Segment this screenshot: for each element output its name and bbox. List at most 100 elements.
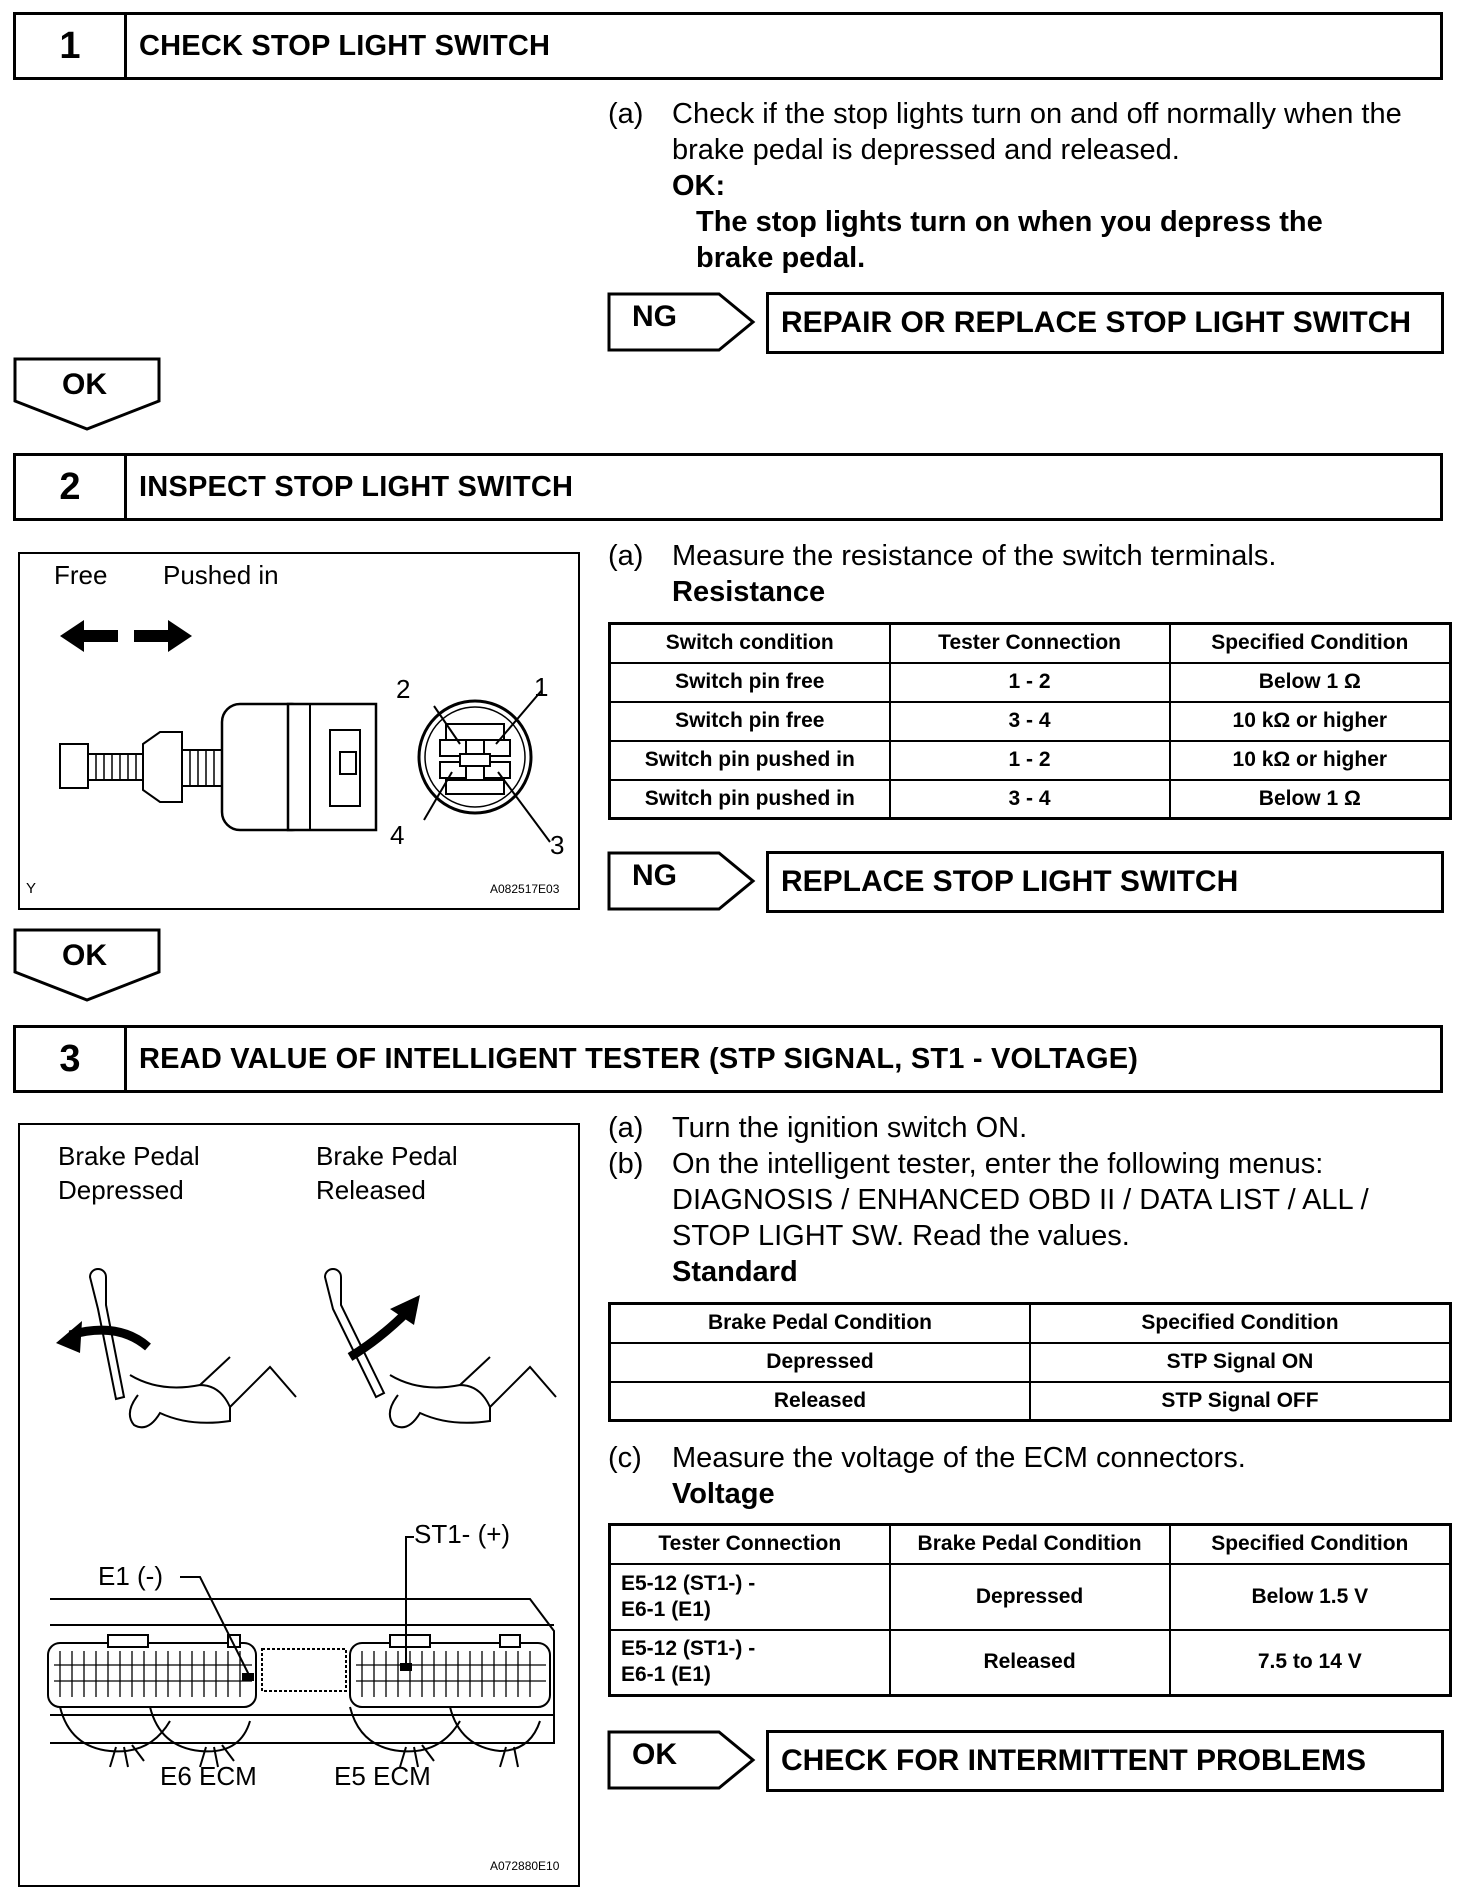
- ok-arrow-icon: [607, 1730, 756, 1790]
- ok-criteria-line: The stop lights turn on when you depress…: [696, 206, 1323, 238]
- item-label: (a): [608, 98, 644, 130]
- table-row: Switch pin pushed in 3 - 4 Below 1 Ω: [608, 778, 1452, 820]
- ng-tag: NG: [632, 300, 677, 333]
- table-cell: 3 - 4: [888, 778, 1171, 820]
- table-cell: Released: [888, 1628, 1171, 1697]
- instruction-line: Measure the voltage of the ECM connector…: [672, 1442, 1246, 1474]
- pin-2-label: 2: [396, 674, 411, 704]
- tester-connection-line: E5-12 (ST1-) -: [621, 1637, 756, 1661]
- item-label: (a): [608, 1112, 644, 1144]
- table-caption: Standard: [672, 1256, 798, 1288]
- pedal-released-line: Brake Pedal: [316, 1141, 458, 1171]
- table-cell: 1 - 2: [888, 661, 1171, 703]
- rotate-arrow-icon: [56, 1321, 82, 1353]
- voltage-table: Tester Connection Brake Pedal Condition …: [608, 1523, 1452, 1697]
- figure-code: A082517E03: [490, 882, 560, 896]
- table-cell: E5-12 (ST1-) - E6-1 (E1): [608, 1562, 891, 1631]
- table-cell: Switch pin pushed in: [608, 739, 891, 781]
- pedal-depressed-label: Brake Pedal Depressed: [58, 1139, 200, 1207]
- table-cell: Below 1 Ω: [1168, 778, 1452, 820]
- pedal-released-line: Released: [316, 1175, 426, 1205]
- e1-label: E1 (-): [98, 1561, 163, 1591]
- pushed-in-label: Pushed in: [163, 560, 279, 590]
- brake-pedal-diagram: [47, 1268, 557, 1768]
- table-cell: STP Signal OFF: [1029, 1380, 1452, 1422]
- ok-tag: OK: [62, 939, 107, 972]
- tester-connection-line: E6-1 (E1): [621, 1597, 711, 1621]
- step-number: 1: [16, 15, 127, 77]
- table-cell: Below 1 Ω: [1168, 661, 1452, 703]
- step-title: CHECK STOP LIGHT SWITCH: [139, 29, 551, 62]
- table-header: Specified Condition: [1029, 1302, 1452, 1344]
- table-row: E5-12 (ST1-) - E6-1 (E1) Released 7.5 to…: [608, 1628, 1452, 1697]
- table-cell: 1 - 2: [888, 739, 1171, 781]
- table-cell: Below 1.5 V: [1168, 1562, 1452, 1631]
- instruction-line: On the intelligent tester, enter the fol…: [672, 1148, 1324, 1180]
- pin-3-label: 3: [550, 830, 565, 860]
- ng-result-box: REPAIR OR REPLACE STOP LIGHT SWITCH: [766, 292, 1444, 354]
- ok-criteria-line: brake pedal.: [696, 242, 866, 274]
- instruction-line: Measure the resistance of the switch ter…: [672, 540, 1277, 572]
- table-cell: 10 kΩ or higher: [1168, 700, 1452, 742]
- table-header: Specified Condition: [1168, 1523, 1452, 1565]
- arrow-left-icon: [60, 620, 118, 652]
- brake-pedal-ecm-figure: Brake Pedal Depressed Brake Pedal Releas…: [18, 1123, 580, 1887]
- ok-down-arrow-icon: [13, 928, 161, 1002]
- e5-ecm-label: E5 ECM: [334, 1761, 431, 1791]
- pedal-released-label: Brake Pedal Released: [316, 1139, 458, 1207]
- rotate-arrow-icon: [390, 1295, 420, 1325]
- table-header: Specified Condition: [1168, 622, 1452, 664]
- ok-tag: OK: [62, 368, 107, 401]
- table-cell: Released: [608, 1380, 1031, 1422]
- ok-down-arrow-icon: [13, 357, 161, 431]
- pedal-depressed-line: Depressed: [58, 1175, 184, 1205]
- table-row: Switch pin pushed in 1 - 2 10 kΩ or high…: [608, 739, 1452, 781]
- table-cell: 7.5 to 14 V: [1168, 1628, 1452, 1697]
- table-row: Switch pin free 3 - 4 10 kΩ or higher: [608, 700, 1452, 742]
- figure-code: A072880E10: [490, 1859, 560, 1873]
- step-2-header: 2 INSPECT STOP LIGHT SWITCH: [13, 453, 1443, 521]
- table-header: Switch condition: [608, 622, 891, 664]
- instruction-line: brake pedal is depressed and released.: [672, 134, 1180, 166]
- table-cell: Depressed: [888, 1562, 1171, 1631]
- table-header: Brake Pedal Condition: [608, 1302, 1031, 1344]
- table-cell: 3 - 4: [888, 700, 1171, 742]
- item-label: (b): [608, 1148, 644, 1180]
- table-cell: E5-12 (ST1-) - E6-1 (E1): [608, 1628, 891, 1697]
- tester-connection-line: E5-12 (ST1-) -: [621, 1571, 756, 1595]
- step-title: READ VALUE OF INTELLIGENT TESTER (STP SI…: [139, 1042, 1139, 1075]
- standard-table: Brake Pedal Condition Specified Conditio…: [608, 1302, 1452, 1422]
- ok-tag: OK: [632, 1738, 677, 1771]
- instruction-line: Check if the stop lights turn on and off…: [672, 98, 1402, 130]
- ng-arrow-icon: [607, 851, 756, 911]
- step-1-header: 1 CHECK STOP LIGHT SWITCH: [13, 12, 1443, 80]
- switch-diagram: [59, 620, 551, 843]
- table-header: Tester Connection: [608, 1523, 891, 1565]
- table-cell: Depressed: [608, 1341, 1031, 1383]
- stop-light-switch-figure: Free Pushed in: [18, 552, 580, 910]
- ok-result-box: CHECK FOR INTERMITTENT PROBLEMS: [766, 1730, 1444, 1792]
- step-number: 3: [16, 1028, 127, 1090]
- step-title: INSPECT STOP LIGHT SWITCH: [139, 470, 574, 503]
- table-header: Brake Pedal Condition: [888, 1523, 1171, 1565]
- instruction-line: Turn the ignition switch ON.: [672, 1112, 1028, 1144]
- table-cell: Switch pin pushed in: [608, 778, 891, 820]
- table-caption: Resistance: [672, 576, 826, 608]
- pin-4-label: 4: [390, 820, 405, 850]
- table-cell: Switch pin free: [608, 700, 891, 742]
- tester-connection-line: E6-1 (E1): [621, 1663, 711, 1687]
- item-label: (c): [608, 1442, 642, 1474]
- table-row: Released STP Signal OFF: [608, 1380, 1452, 1422]
- instruction-line: DIAGNOSIS / ENHANCED OBD II / DATA LIST …: [672, 1184, 1369, 1216]
- item-label: (a): [608, 540, 644, 572]
- resistance-table: Switch condition Tester Connection Speci…: [608, 622, 1452, 820]
- table-row: Depressed STP Signal ON: [608, 1341, 1452, 1383]
- free-label: Free: [54, 560, 108, 590]
- table-row: E5-12 (ST1-) - E6-1 (E1) Depressed Below…: [608, 1562, 1452, 1631]
- step-number: 2: [16, 456, 127, 518]
- table-row: Switch pin free 1 - 2 Below 1 Ω: [608, 661, 1452, 703]
- step-3-header: 3 READ VALUE OF INTELLIGENT TESTER (STP …: [13, 1025, 1443, 1093]
- ng-arrow-icon: [607, 292, 756, 352]
- table-cell: Switch pin free: [608, 661, 891, 703]
- pedal-depressed-line: Brake Pedal: [58, 1141, 200, 1171]
